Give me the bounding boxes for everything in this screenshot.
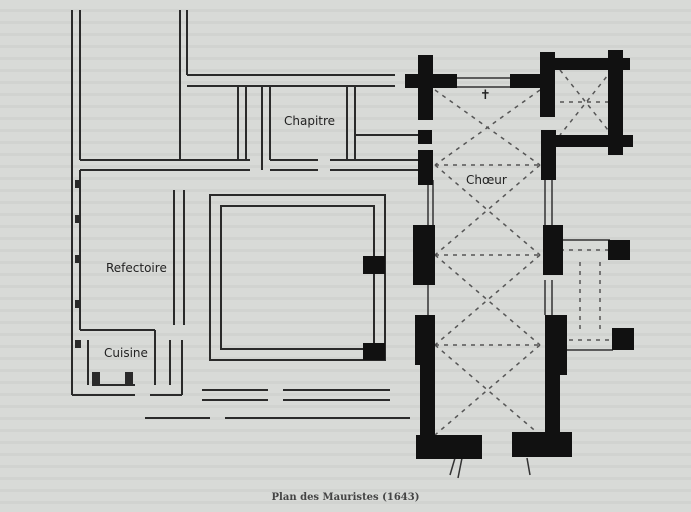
refectory-buttresses: [75, 180, 133, 386]
room-label-cuisine: Cuisine: [104, 346, 148, 360]
room-label-choeur: Chœur: [466, 173, 507, 187]
cloister-piers: [363, 256, 385, 360]
cross-icon: ✝: [480, 88, 491, 103]
vault-lines: [434, 69, 613, 436]
room-label-refectoire: Refectoire: [106, 261, 167, 275]
church-walls: [405, 50, 634, 459]
figure-caption: Plan des Mauristes (1643): [271, 492, 420, 503]
church-thin-walls: [427, 61, 613, 479]
room-label-chapitre: Chapitre: [284, 114, 336, 128]
